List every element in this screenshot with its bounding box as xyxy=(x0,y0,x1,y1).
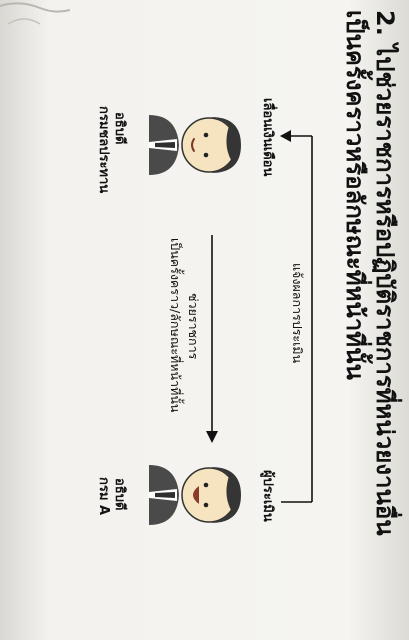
left-person-icon xyxy=(149,115,241,175)
feedback-arrow xyxy=(280,130,313,503)
feedback-label: แจ้งผลการประเมิน xyxy=(287,260,307,367)
slide-title-line2: เป็นครั้งคราวหรือลักษณะที่หน้าที่นั้น xyxy=(341,10,369,380)
right-org-label: กรม A xyxy=(96,477,111,516)
assignment-arrow xyxy=(206,235,218,443)
right-person-icon xyxy=(149,465,241,525)
left-org-label: กรมชลประทาน xyxy=(96,106,111,194)
assignment-sublabel: เป็นครั้งคราว/ลักษณะที่หน้าที่นั้น xyxy=(168,238,183,413)
assignment-label: ช่วยราชการ xyxy=(186,293,201,360)
corner-decoration xyxy=(0,2,70,25)
left-position-label: เลื่อนเงินเดือน xyxy=(260,98,275,177)
right-position-label: ผู้ประเมิน xyxy=(260,470,275,522)
